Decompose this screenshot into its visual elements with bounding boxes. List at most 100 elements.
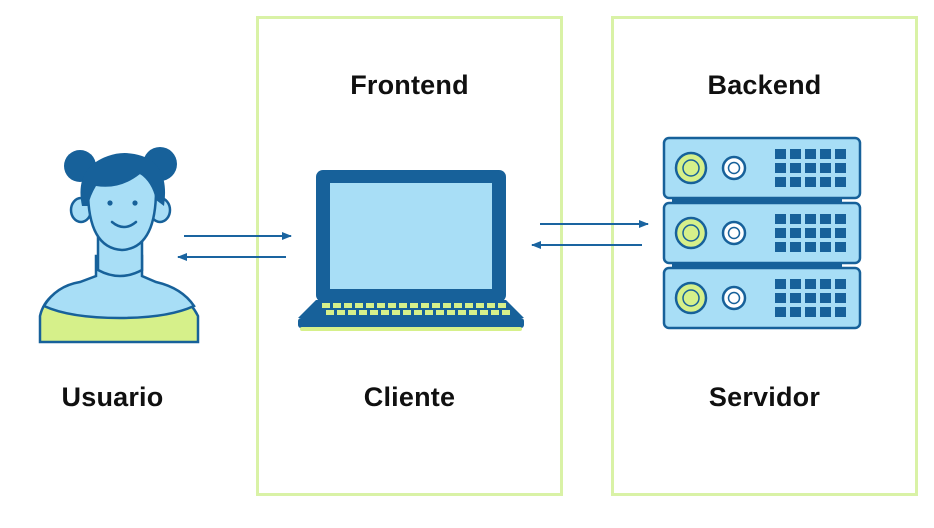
server-vent: [775, 163, 786, 173]
keyboard-key: [370, 310, 378, 315]
server-vent: [805, 177, 816, 187]
server-vent: [775, 228, 786, 238]
keyboard-key: [487, 303, 495, 308]
server-vent: [805, 307, 816, 317]
keyboard-key: [388, 303, 396, 308]
keyboard-key: [359, 310, 367, 315]
keyboard-key: [344, 303, 352, 308]
keyboard-key: [436, 310, 444, 315]
server-vent: [820, 163, 831, 173]
keyboard-key: [498, 303, 506, 308]
laptop-icon: [298, 170, 524, 331]
keyboard-key: [447, 310, 455, 315]
server-vent: [820, 242, 831, 252]
server-vent: [820, 307, 831, 317]
server-vent: [790, 279, 801, 289]
server-vent: [805, 293, 816, 303]
server-vent: [835, 228, 846, 238]
server-vent: [835, 149, 846, 159]
server-vent: [790, 307, 801, 317]
client-server-arrows-icon: [531, 220, 649, 249]
server-vent: [775, 293, 786, 303]
keyboard-key: [432, 303, 440, 308]
server-vent: [805, 228, 816, 238]
server-vent: [775, 177, 786, 187]
server-vent: [790, 293, 801, 303]
server-unit: [662, 266, 862, 330]
keyboard-key: [458, 310, 466, 315]
user-label: Usuario: [61, 382, 164, 412]
server-vent: [820, 279, 831, 289]
server-vent: [835, 177, 846, 187]
server-vent: [820, 214, 831, 224]
server-vent: [790, 214, 801, 224]
keyboard-key: [377, 303, 385, 308]
server-vent: [820, 228, 831, 238]
user-client-arrows-icon: [177, 232, 292, 261]
server-unit: [662, 201, 862, 265]
keyboard-key: [425, 310, 433, 315]
keyboard-key: [366, 303, 374, 308]
server-vent: [790, 242, 801, 252]
server-vent: [835, 307, 846, 317]
keyboard-key: [465, 303, 473, 308]
server-rack-icon: [662, 136, 862, 330]
server-label: Servidor: [708, 382, 821, 412]
keyboard-key: [399, 303, 407, 308]
keyboard-key: [502, 310, 510, 315]
server-vent: [805, 279, 816, 289]
server-vent: [820, 177, 831, 187]
keyboard-key: [337, 310, 345, 315]
server-vent: [835, 293, 846, 303]
frontend-title: Frontend: [350, 70, 469, 100]
client-label: Cliente: [363, 382, 456, 412]
server-vent: [790, 149, 801, 159]
keyboard-key: [491, 310, 499, 315]
keyboard-key: [480, 310, 488, 315]
keyboard: [322, 303, 510, 315]
server-vent: [835, 242, 846, 252]
server-vent: [775, 307, 786, 317]
server-vent: [820, 293, 831, 303]
server-vent: [775, 149, 786, 159]
keyboard-key: [322, 303, 330, 308]
server-unit: [662, 136, 862, 200]
keyboard-key: [410, 303, 418, 308]
keyboard-key: [392, 310, 400, 315]
keyboard-key: [355, 303, 363, 308]
server-vent: [835, 163, 846, 173]
server-vent: [775, 214, 786, 224]
server-led-icon: [674, 151, 708, 185]
server-vent: [820, 149, 831, 159]
keyboard-key: [333, 303, 341, 308]
keyboard-key: [403, 310, 411, 315]
keyboard-key: [381, 310, 389, 315]
keyboard-key: [348, 310, 356, 315]
server-led-icon: [674, 216, 708, 250]
keyboard-key: [443, 303, 451, 308]
server-vent: [805, 149, 816, 159]
keyboard-key: [469, 310, 477, 315]
backend-title: Backend: [707, 70, 822, 100]
server-vent: [775, 279, 786, 289]
keyboard-key: [414, 310, 422, 315]
server-button-icon: [721, 285, 747, 311]
keyboard-key: [454, 303, 462, 308]
server-button-icon: [721, 220, 747, 246]
server-vent: [790, 163, 801, 173]
server-vent: [805, 214, 816, 224]
server-vent: [835, 214, 846, 224]
server-led-icon: [674, 281, 708, 315]
server-vent: [790, 177, 801, 187]
server-vent: [805, 242, 816, 252]
keyboard-key: [421, 303, 429, 308]
keyboard-key: [476, 303, 484, 308]
keyboard-key: [326, 310, 334, 315]
server-vent: [790, 228, 801, 238]
user-avatar-icon: [38, 147, 200, 344]
server-button-icon: [721, 155, 747, 181]
server-vent: [775, 242, 786, 252]
server-vent: [805, 163, 816, 173]
server-vent: [835, 279, 846, 289]
